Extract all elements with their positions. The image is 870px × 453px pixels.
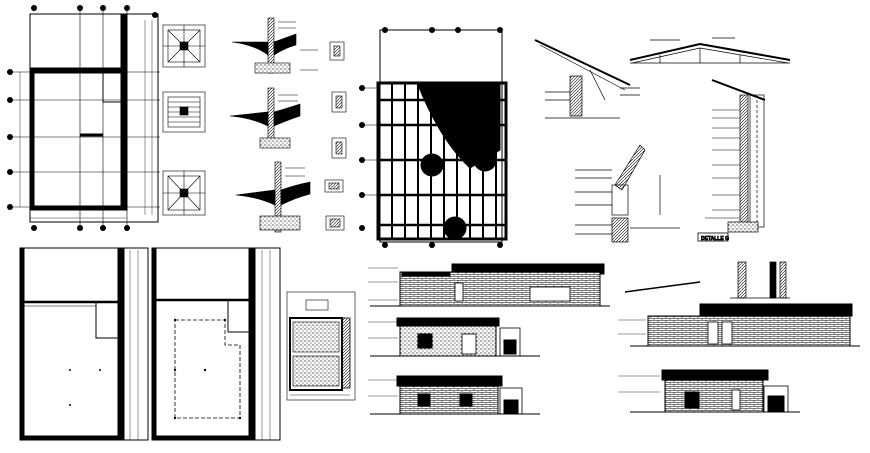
eave-detail xyxy=(534,39,640,119)
footing-section-3 xyxy=(235,161,311,233)
grid-bubbles xyxy=(7,5,158,231)
floor-plan-lower-middle xyxy=(151,247,281,441)
footing-plan-1 xyxy=(162,24,206,68)
footing-plan-2 xyxy=(162,91,206,133)
roof-framing-plan xyxy=(359,27,508,248)
footing-section-2 xyxy=(229,87,301,149)
footing-sections-column xyxy=(229,17,347,233)
footing-section-1 xyxy=(231,17,318,74)
elevation-5 xyxy=(618,369,800,413)
column-details xyxy=(324,41,347,231)
beam-bracket-detail xyxy=(575,144,680,243)
floor-plan-top xyxy=(7,5,160,231)
roof-truss-details xyxy=(534,37,791,243)
section-details-column xyxy=(162,24,206,216)
elevations-right xyxy=(618,261,860,413)
elevation-1 xyxy=(368,263,610,307)
wall-section-detail: DETALLE G xyxy=(697,79,766,242)
elevation-4 xyxy=(618,303,860,347)
elevations-center xyxy=(368,263,610,415)
floor-plan-lower-left xyxy=(19,247,149,441)
bathroom-plan xyxy=(286,291,356,401)
elevation-2 xyxy=(368,317,540,357)
fascia-details xyxy=(624,261,790,299)
elevation-3 xyxy=(368,375,540,415)
ridge-detail xyxy=(629,37,791,64)
detail-tag-label: DETALLE G xyxy=(701,236,729,242)
footing-plan-3 xyxy=(162,170,206,216)
